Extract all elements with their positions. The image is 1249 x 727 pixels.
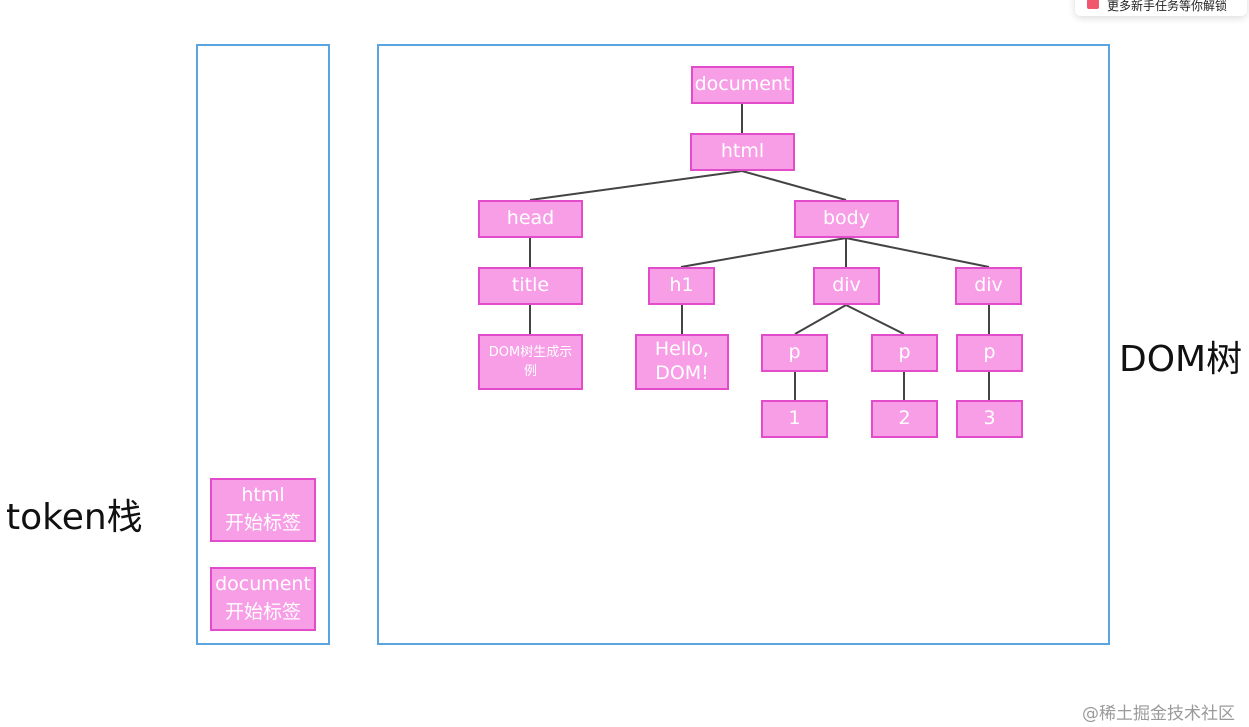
dom-tree-label: DOM树 [1119,339,1243,380]
node-p-2: p [871,334,938,372]
token-stack-frame [196,44,330,645]
node-h1-text: Hello, DOM! [635,334,729,390]
toast-text: 更多新手任务等你解锁 [1107,0,1228,13]
node-document: document [691,66,794,104]
node-html: html [690,133,795,171]
node-body: body [794,200,899,238]
edge-body-h1 [680,237,847,268]
notification-toast[interactable]: 更多新手任务等你解锁 [1075,0,1247,16]
edge-html-body [741,170,847,201]
node-p-1: p [761,334,828,372]
edge-div1-p2 [845,304,905,335]
node-head: head [478,200,583,238]
dom-tree-frame [377,44,1110,645]
node-text-3: 3 [956,400,1023,438]
edge-div1-p1 [794,304,847,335]
watermark: @稀土掘金技术社区 [1082,704,1235,724]
gift-icon [1087,0,1099,9]
node-text-2: 2 [871,400,938,438]
edge-html-head [529,170,743,201]
node-p-3: p [956,334,1023,372]
node-title-text: DOM树生成示例 [478,334,583,390]
node-title: title [478,267,583,305]
token-stack-label: token栈 [6,497,143,538]
node-h1: h1 [648,267,715,305]
edge-body-div2 [845,237,990,268]
node-div-2: div [955,267,1022,305]
node-div-1: div [813,267,880,305]
node-text-1: 1 [761,400,828,438]
